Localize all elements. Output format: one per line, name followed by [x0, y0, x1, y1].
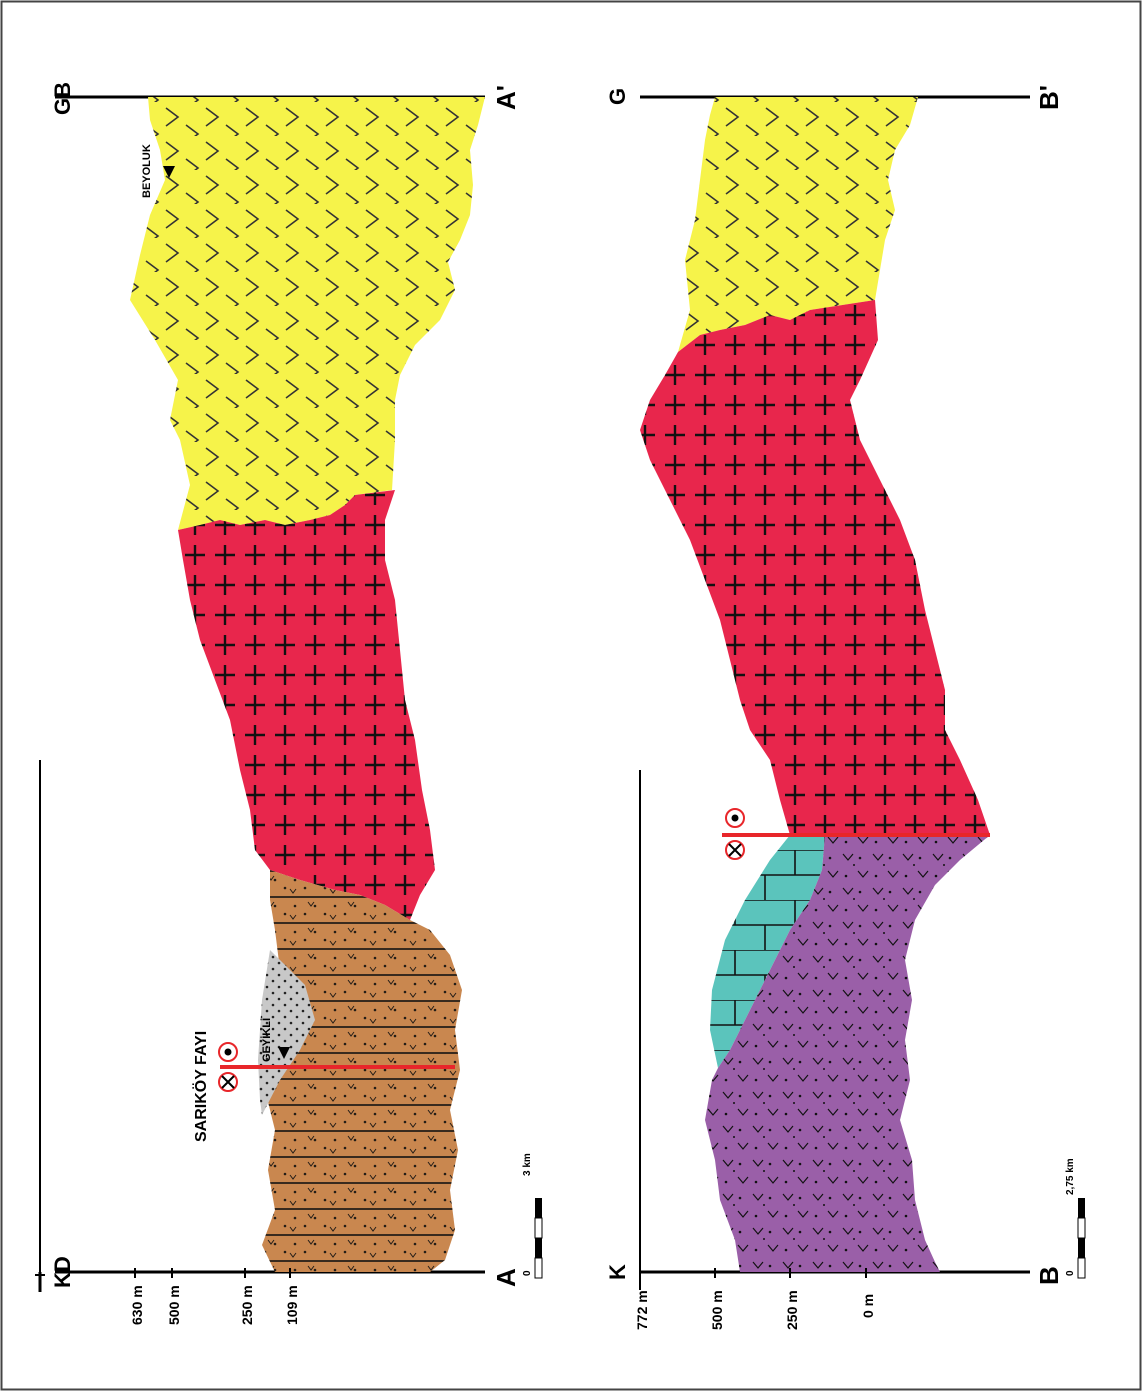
cross-section-b: 772 m 500 m 250 m 0 m K G B B' 0 2,75 km [605, 85, 1085, 1330]
orientation-kd: KD [50, 1256, 75, 1288]
orientation-gb: GB [50, 82, 75, 115]
end-a-prime: A' [491, 85, 521, 110]
end-b-prime: B' [1034, 85, 1064, 110]
elevation-500: 500 m [166, 1285, 182, 1325]
elevation-250: 250 m [239, 1285, 255, 1325]
elevation-109: 109 m [284, 1285, 300, 1325]
elevation-630: 630 m [129, 1285, 145, 1325]
place-geyikli: GEYİKLİ [260, 1018, 273, 1062]
end-a: A [491, 1268, 521, 1287]
place-beyoluk: BEYOLUK [141, 144, 153, 198]
orientation-k: K [605, 1264, 630, 1280]
scale-zero-a: 0 [522, 1270, 533, 1276]
elevation-772: 772 m [634, 1290, 650, 1330]
scale-label-b: 2,75 km [1065, 1158, 1076, 1195]
scale-bar-b: 0 2,75 km [1065, 1158, 1085, 1278]
scale-zero-b: 0 [1065, 1270, 1076, 1276]
cross-section-a: SARIKÖY FAYI GEYİKLİ BEYOLUK 630 m 500 m… [35, 82, 542, 1325]
scale-bar-a: 0 3 km [522, 1153, 542, 1278]
elevation-0: 0 m [860, 1294, 876, 1318]
end-b: B [1034, 1266, 1064, 1285]
elevation-500-b: 500 m [709, 1290, 725, 1330]
scale-label-a: 3 km [522, 1153, 533, 1176]
fault-label: SARIKÖY FAYI [191, 1031, 210, 1142]
orientation-g: G [605, 88, 630, 105]
elevation-250-b: 250 m [784, 1290, 800, 1330]
